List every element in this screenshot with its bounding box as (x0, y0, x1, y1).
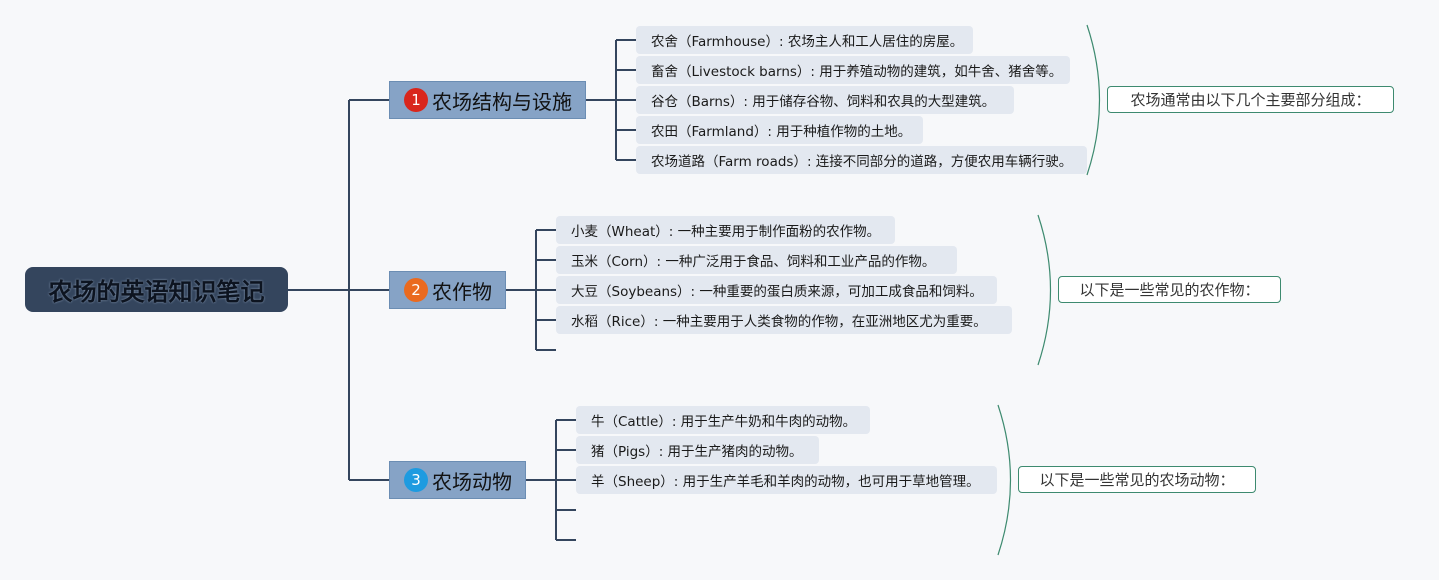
summary-brace-2 (1037, 214, 1052, 366)
summary-brace-1 (1086, 24, 1101, 176)
leaf-topic[interactable]: 水稻（Rice）: 一种主要用于人类食物的作物，在亚洲地区尤为重要。 (556, 306, 1012, 334)
leaf-topic[interactable]: 小麦（Wheat）: 一种主要用于制作面粉的农作物。 (556, 216, 895, 244)
leaf-topic[interactable]: 大豆（Soybeans）: 一种重要的蛋白质来源，可加工成食品和饲料。 (556, 276, 997, 304)
number-badge-icon: 2 (404, 278, 428, 302)
branch-label: 农作物 (432, 279, 492, 304)
summary-label[interactable]: 以下是一些常见的农场动物： (1018, 466, 1256, 493)
leaf-topic[interactable]: 玉米（Corn）: 一种广泛用于食品、饲料和工业产品的作物。 (556, 246, 957, 274)
leaf-topic[interactable]: 谷仓（Barns）: 用于储存谷物、饲料和农具的大型建筑。 (636, 86, 1014, 114)
leaf-topic[interactable]: 农场道路（Farm roads）: 连接不同部分的道路，方便农用车辆行驶。 (636, 146, 1087, 174)
leaf-topic[interactable]: 羊（Sheep）: 用于生产羊毛和羊肉的动物，也可用于草地管理。 (576, 466, 997, 494)
root-topic[interactable]: 农场的英语知识笔记 (25, 267, 288, 312)
summary-label[interactable]: 农场通常由以下几个主要部分组成： (1107, 86, 1394, 113)
leaf-topic[interactable]: 畜舍（Livestock barns）: 用于养殖动物的建筑，如牛舍、猪舍等。 (636, 56, 1070, 84)
leaf-topic[interactable]: 牛（Cattle）: 用于生产牛奶和牛肉的动物。 (576, 406, 870, 434)
summary-label[interactable]: 以下是一些常见的农作物： (1058, 276, 1281, 303)
branch-crops[interactable]: 2 农作物 (389, 271, 506, 309)
leaf-topic[interactable]: 农田（Farmland）: 用于种植作物的土地。 (636, 116, 923, 144)
number-badge-icon: 3 (404, 468, 428, 492)
branch-farm-structures[interactable]: 1 农场结构与设施 (389, 81, 586, 119)
leaf-topic[interactable]: 农舍（Farmhouse）: 农场主人和工人居住的房屋。 (636, 26, 973, 54)
summary-brace-3 (997, 404, 1012, 556)
branch-label: 农场结构与设施 (432, 89, 572, 114)
branch-label: 农场动物 (432, 469, 512, 494)
leaf-topic[interactable]: 猪（Pigs）: 用于生产猪肉的动物。 (576, 436, 819, 464)
number-badge-icon: 1 (404, 88, 428, 112)
branch-farm-animals[interactable]: 3 农场动物 (389, 461, 526, 499)
